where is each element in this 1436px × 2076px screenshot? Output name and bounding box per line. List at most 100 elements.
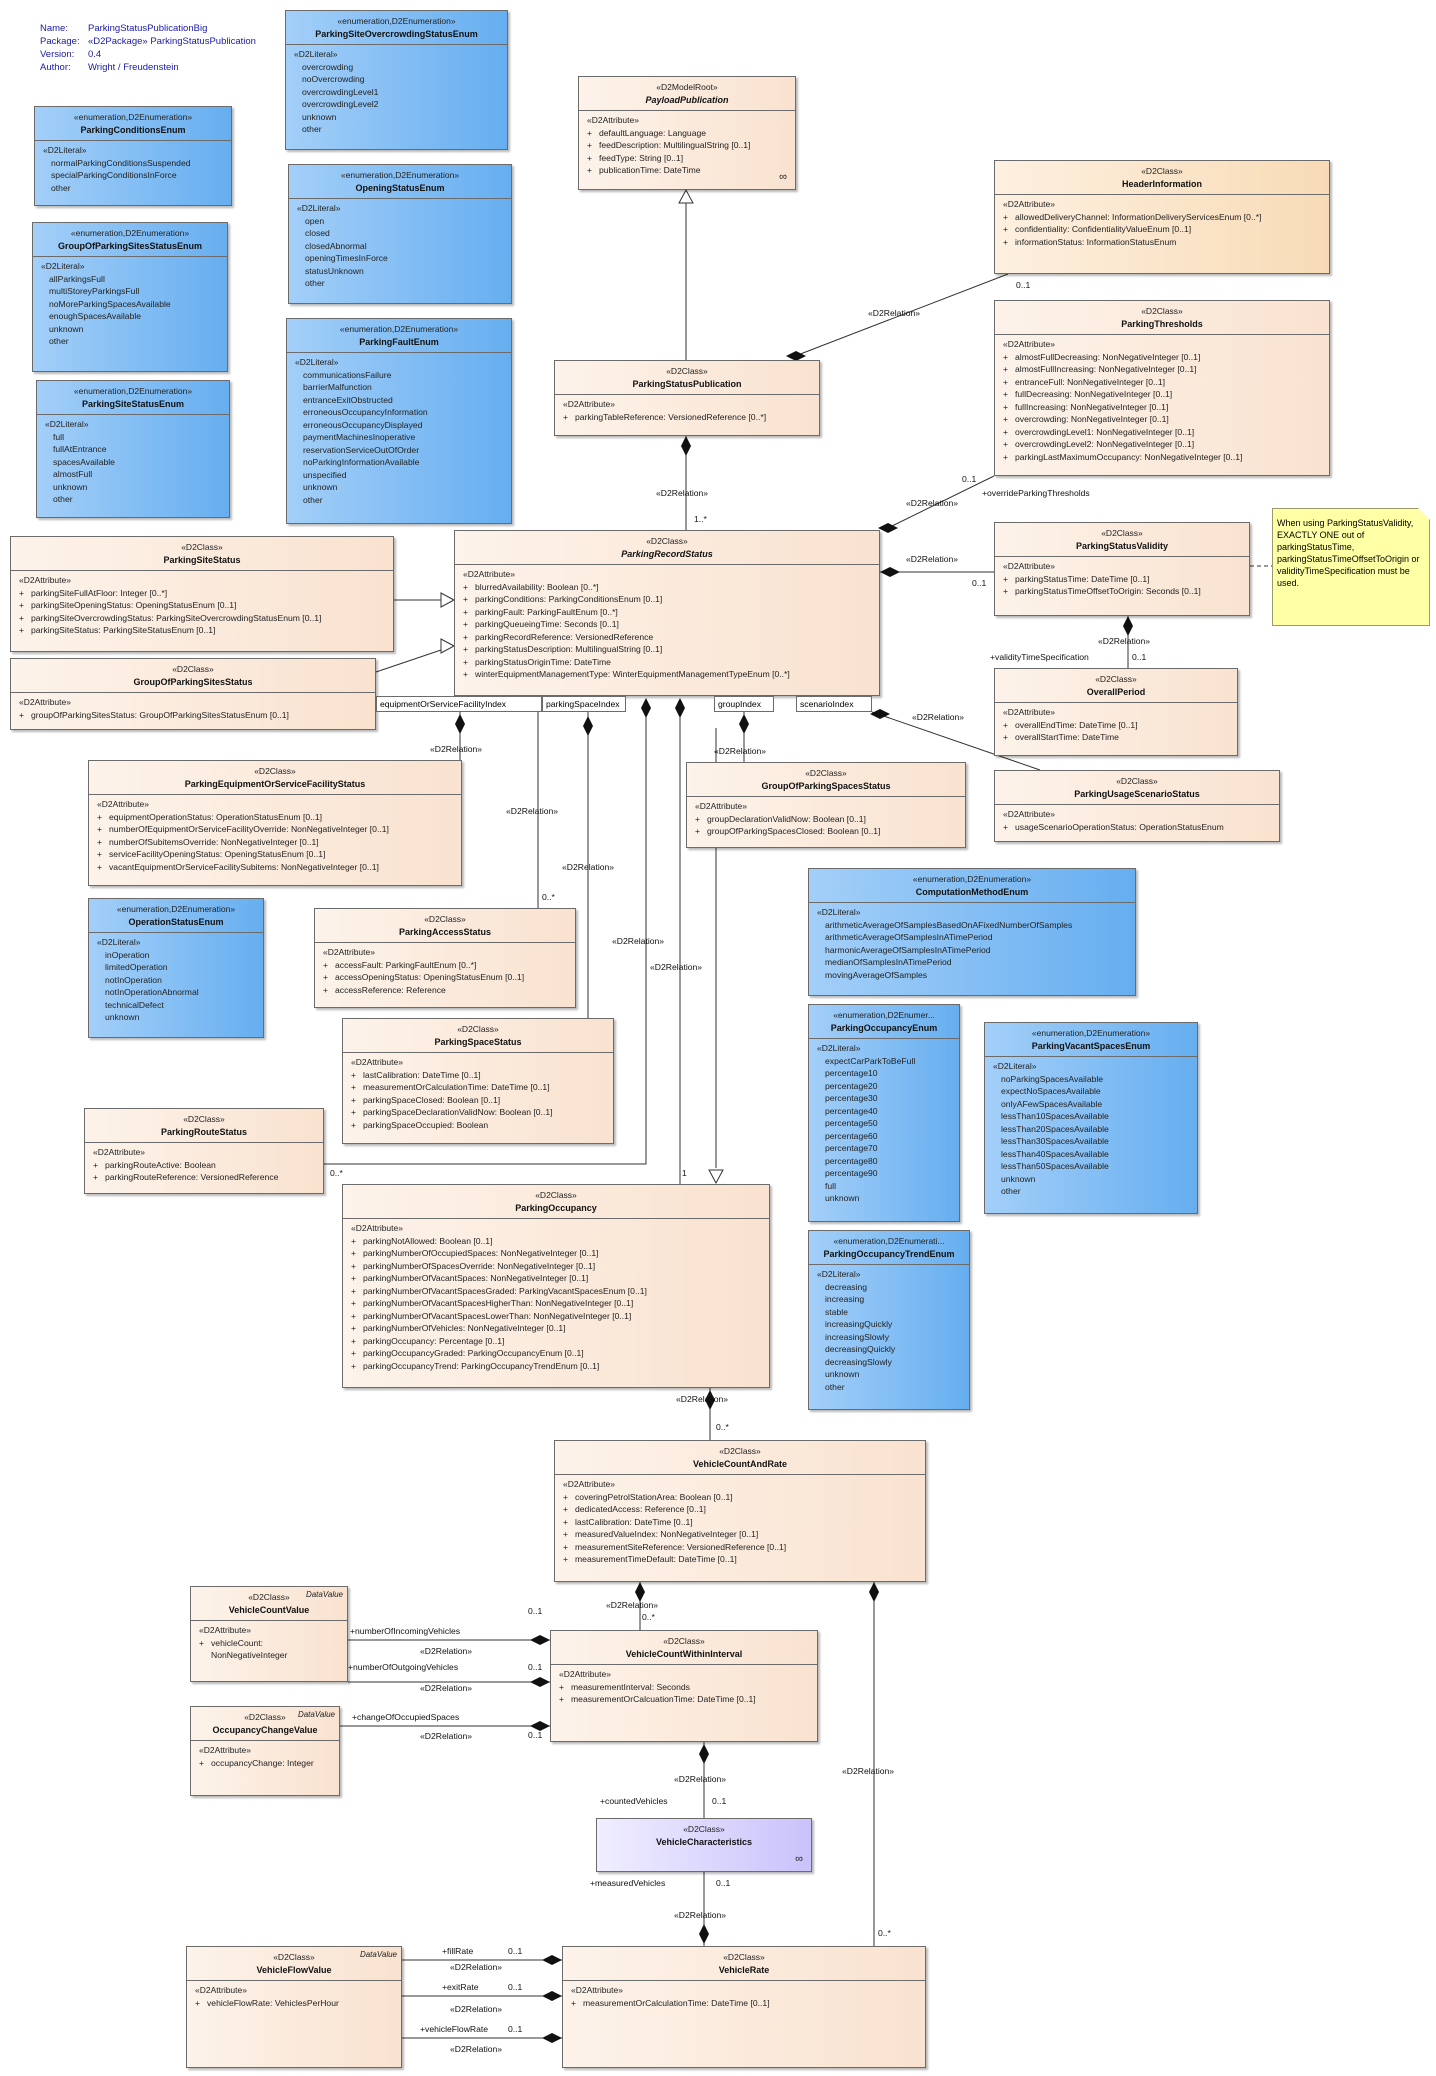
box-parking-status-validity[interactable]: «D2Class»ParkingStatusValidity«D2Attribu… bbox=[994, 522, 1250, 616]
box-parking-thresholds[interactable]: «D2Class»ParkingThresholds«D2Attribute»+… bbox=[994, 300, 1330, 476]
item-text: unknown bbox=[825, 1193, 860, 1203]
enum-literal: unknown bbox=[295, 481, 505, 494]
box-header-information[interactable]: «D2Class»HeaderInformation«D2Attribute»+… bbox=[994, 160, 1330, 274]
enum-literal: open bbox=[297, 215, 505, 228]
box-opening-status-enum[interactable]: «enumeration,D2Enumeration»OpeningStatus… bbox=[288, 164, 512, 304]
box-parking-access-status[interactable]: «D2Class»ParkingAccessStatus«D2Attribute… bbox=[314, 908, 576, 1008]
compartment-divider bbox=[551, 1664, 817, 1665]
note-text: When using ParkingStatusValidity, EXACTL… bbox=[1277, 518, 1420, 588]
box-vehicle-count-and-rate[interactable]: «D2Class»VehicleCountAndRate«D2Attribute… bbox=[554, 1440, 926, 1582]
box-header: «D2Class»VehicleCharacteristics bbox=[597, 1819, 811, 1848]
enum-literal: percentage70 bbox=[817, 1142, 953, 1155]
box-payload-publication[interactable]: «D2ModelRoot»PayloadPublication«D2Attrib… bbox=[578, 76, 796, 190]
connector-label: 0..1 bbox=[528, 1730, 543, 1740]
compartment-divider bbox=[89, 794, 461, 795]
enum-literal: normalParkingConditionsSuspended bbox=[43, 157, 225, 170]
enum-literal: unknown bbox=[45, 481, 223, 494]
item-text: stable bbox=[825, 1306, 848, 1317]
box-parking-route-status[interactable]: «D2Class»ParkingRouteStatus«D2Attribute»… bbox=[84, 1108, 324, 1194]
item-text: percentage90 bbox=[825, 1168, 878, 1178]
box-parking-status-publication[interactable]: «D2Class»ParkingStatusPublication«D2Attr… bbox=[554, 360, 820, 436]
box-vehicle-flow-value[interactable]: DataValue«D2Class»VehicleFlowValue«D2Att… bbox=[186, 1946, 402, 2068]
box-header: «enumeration,D2Enumeration»ComputationMe… bbox=[809, 869, 1135, 898]
box-parking-occupancy-trend-enum[interactable]: «enumeration,D2Enumerati...ParkingOccupa… bbox=[808, 1230, 970, 1410]
compartment-stereotype: «D2Attribute» bbox=[587, 115, 639, 125]
box-compartment: «D2Attribute»+parkingStatusTime: DateTim… bbox=[995, 557, 1249, 601]
box-parking-fault-enum[interactable]: «enumeration,D2Enumeration»ParkingFaultE… bbox=[286, 318, 512, 524]
box-parking-site-status-enum[interactable]: «enumeration,D2Enumeration»ParkingSiteSt… bbox=[36, 380, 230, 518]
box-header: «D2Class»VehicleCountAndRate bbox=[555, 1441, 925, 1470]
box-header: «enumeration,D2Enumeration»ParkingFaultE… bbox=[287, 319, 511, 348]
box-compartment: «D2Attribute»+blurredAvailability: Boole… bbox=[455, 565, 879, 684]
connector-label: 0..* bbox=[542, 892, 555, 902]
item-text: parkingRouteReference: VersionedReferenc… bbox=[105, 1172, 279, 1182]
class-attribute: +groupDeclarationValidNow: Boolean [0..1… bbox=[695, 813, 959, 826]
connector-label: 1..* bbox=[694, 514, 707, 524]
box-parking-occupancy[interactable]: «D2Class»ParkingOccupancy«D2Attribute»+p… bbox=[342, 1184, 770, 1388]
item-text: usageScenarioOperationStatus: OperationS… bbox=[1015, 821, 1224, 832]
item-text: parkingNotAllowed: Boolean [0..1] bbox=[363, 1235, 493, 1246]
box-compartment: «D2Attribute»+parkingTableReference: Ver… bbox=[555, 395, 819, 426]
box-parking-space-status[interactable]: «D2Class»ParkingSpaceStatus«D2Attribute»… bbox=[342, 1018, 614, 1144]
compartment-stereotype: «D2Attribute» bbox=[563, 399, 615, 409]
visibility-public-icon: + bbox=[1003, 236, 1009, 247]
class-attribute: +parkingStatusOriginTime: DateTime bbox=[463, 656, 873, 669]
enum-literal: barrierMalfunction bbox=[295, 381, 505, 394]
enum-literal: entranceExitObstructed bbox=[295, 394, 505, 407]
box-operation-status-enum[interactable]: «enumeration,D2Enumeration»OperationStat… bbox=[88, 898, 264, 1038]
item-text: accessReference: Reference bbox=[335, 984, 446, 995]
compartment-stereotype: «D2Attribute» bbox=[19, 575, 71, 585]
box-name: HeaderInformation bbox=[1121, 178, 1202, 189]
box-parking-vacant-spaces-enum[interactable]: «enumeration,D2Enumeration»ParkingVacant… bbox=[984, 1022, 1198, 1214]
compartment-divider bbox=[995, 194, 1329, 195]
box-compartment: «D2Attribute»+allowedDeliveryChannel: In… bbox=[995, 195, 1329, 251]
visibility-public-icon: + bbox=[351, 1298, 357, 1308]
box-name: ParkingSpaceStatus bbox=[434, 1036, 522, 1047]
compartment-divider bbox=[315, 942, 575, 943]
box-parking-site-status[interactable]: «D2Class»ParkingSiteStatus«D2Attribute»+… bbox=[10, 536, 394, 652]
item-text: unspecified bbox=[303, 469, 347, 480]
enum-literal: reservationServiceOutOfOrder bbox=[295, 444, 505, 457]
item-text: medianOfSamplesInATimePeriod bbox=[825, 957, 952, 967]
item-text: accessOpeningStatus: OpeningStatusEnum [… bbox=[335, 972, 525, 982]
item-text: noMoreParkingSpacesAvailable bbox=[49, 298, 171, 309]
item-text: unknown bbox=[49, 323, 84, 334]
box-parking-site-overcrowding-status-enum[interactable]: «enumeration,D2Enumeration»ParkingSiteOv… bbox=[285, 10, 508, 150]
box-group-of-parking-sites-status[interactable]: «D2Class»GroupOfParkingSitesStatus«D2Att… bbox=[10, 658, 376, 730]
box-parking-record-status[interactable]: «D2Class»ParkingRecordStatus«D2Attribute… bbox=[454, 530, 880, 696]
constraint-note[interactable]: When using ParkingStatusValidity, EXACTL… bbox=[1272, 508, 1430, 626]
compartment-divider bbox=[563, 1980, 925, 1981]
class-attribute: +overcrowding: NonNegativeInteger [0..1] bbox=[1003, 413, 1323, 426]
connector-label: «D2Relation» bbox=[430, 744, 483, 754]
item-text: unknown bbox=[825, 1369, 860, 1379]
visibility-public-icon: + bbox=[351, 1069, 357, 1080]
visibility-public-icon: + bbox=[351, 1107, 357, 1117]
item-text: parkingNumberOfVehicles: NonNegativeInte… bbox=[363, 1323, 566, 1333]
item-text: parkingRecordReference: VersionedReferen… bbox=[475, 631, 654, 642]
box-vehicle-rate[interactable]: «D2Class»VehicleRate«D2Attribute»+measur… bbox=[562, 1946, 926, 2068]
box-group-of-parking-spaces-status[interactable]: «D2Class»GroupOfParkingSpacesStatus«D2At… bbox=[686, 762, 966, 848]
class-attribute: +parkingStatusTime: DateTime [0..1] bbox=[1003, 573, 1243, 586]
class-attribute: +serviceFacilityOpeningStatus: OpeningSt… bbox=[97, 848, 455, 861]
item-text: parkingNumberOfVacantSpacesGraded: Parki… bbox=[363, 1285, 647, 1296]
box-header: «enumeration,D2Enumeration»OperationStat… bbox=[89, 899, 263, 928]
enum-literal: other bbox=[817, 1381, 963, 1394]
box-parking-conditions-enum[interactable]: «enumeration,D2Enumeration»ParkingCondit… bbox=[34, 106, 232, 206]
box-parking-equipment-or-service-facility-status[interactable]: «D2Class»ParkingEquipmentOrServiceFacili… bbox=[88, 760, 462, 886]
item-text: specialParkingConditionsInForce bbox=[51, 170, 177, 180]
box-parking-usage-scenario-status[interactable]: «D2Class»ParkingUsageScenarioStatus«D2At… bbox=[994, 770, 1280, 842]
box-overall-period[interactable]: «D2Class»OverallPeriod«D2Attribute»+over… bbox=[994, 668, 1238, 756]
box-occupancy-change-value[interactable]: DataValue«D2Class»OccupancyChangeValue«D… bbox=[190, 1706, 340, 1796]
item-text: unknown bbox=[302, 111, 337, 122]
box-parking-occupancy-enum[interactable]: «enumeration,D2Enumer...ParkingOccupancy… bbox=[808, 1004, 960, 1222]
enum-literal: closedAbnormal bbox=[297, 240, 505, 253]
item-text: full bbox=[53, 431, 64, 442]
box-vehicle-count-within-interval[interactable]: «D2Class»VehicleCountWithinInterval«D2At… bbox=[550, 1630, 818, 1742]
item-text: percentage60 bbox=[825, 1130, 878, 1141]
box-vehicle-characteristics[interactable]: «D2Class»VehicleCharacteristics∞ bbox=[596, 1818, 812, 1872]
box-name: ParkingSiteStatusEnum bbox=[81, 398, 185, 409]
item-text: overcrowdingLevel2 bbox=[302, 99, 379, 109]
box-computation-method-enum[interactable]: «enumeration,D2Enumeration»ComputationMe… bbox=[808, 868, 1136, 996]
box-group-of-parking-sites-status-enum[interactable]: «enumeration,D2Enumeration»GroupOfParkin… bbox=[32, 222, 228, 372]
box-vehicle-count-value[interactable]: DataValue«D2Class»VehicleCountValue«D2At… bbox=[190, 1586, 348, 1682]
